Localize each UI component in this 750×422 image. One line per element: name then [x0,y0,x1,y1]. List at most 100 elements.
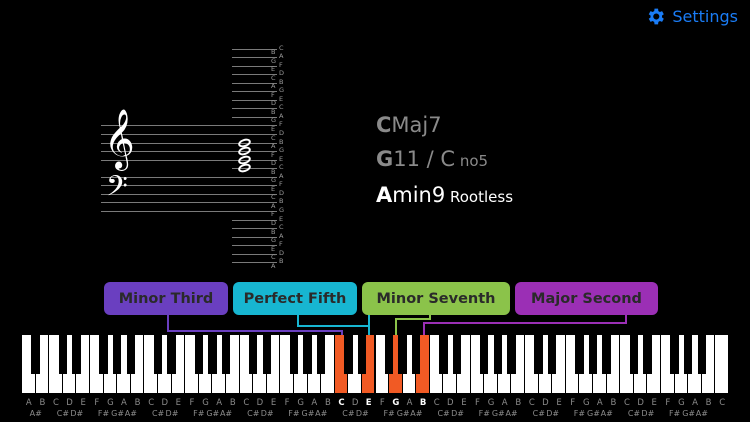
white-key-label: C [243,398,250,408]
black-key-g-sharp[interactable] [112,335,122,374]
black-key-f-sharp[interactable] [670,335,679,374]
black-key-c-sharp[interactable] [439,335,448,374]
white-key-label: E [175,398,182,408]
black-key-label: D# [546,409,560,418]
black-key-c-sharp[interactable] [153,335,163,374]
black-key-c-sharp[interactable] [58,335,67,374]
black-key-a-sharp[interactable] [507,335,516,374]
black-key-f-sharp[interactable] [384,335,394,374]
black-key-label: A# [410,409,423,418]
black-key-label: F# [193,409,205,418]
ledger-line [232,245,277,247]
black-key-c-sharp[interactable] [534,335,543,374]
connector-minor-third [167,315,343,332]
black-key-d-sharp[interactable] [452,335,462,374]
black-key-a-sharp[interactable] [697,335,706,374]
black-key-c-sharp[interactable] [344,335,353,374]
black-key-g-sharp[interactable] [683,335,693,374]
black-key-label: D# [451,409,464,418]
staff-line [101,176,277,178]
line-note-letter: C [279,223,284,232]
black-key-a-sharp[interactable] [412,335,421,374]
black-key-f-sharp[interactable] [575,335,584,374]
black-key-a-sharp[interactable] [221,335,231,374]
white-key-c[interactable] [715,335,729,393]
black-key-a-sharp[interactable] [316,335,326,374]
interval-perfect-fifth[interactable]: Perfect Fifth [233,282,357,315]
white-key-label: F [284,398,290,408]
black-key-g-sharp[interactable] [493,335,503,374]
black-key-c-sharp[interactable] [248,335,258,374]
line-note-letter: A [279,111,284,120]
white-key-label: G [107,398,114,408]
line-note-letter: F [279,180,283,189]
white-key-label: G [297,398,305,408]
black-key-f-sharp[interactable] [99,335,108,374]
black-key-d-sharp[interactable] [72,335,81,374]
black-key-label: G# [587,409,600,418]
space-note-letter: F [271,150,275,159]
black-key-label: C# [247,409,260,418]
black-key-label: F# [288,409,300,418]
white-key-label: A [311,398,318,408]
line-note-letter: G [279,86,285,95]
line-note-letter: G [279,146,285,155]
black-key-d-sharp[interactable] [548,335,557,374]
white-key-label: B [324,398,331,408]
interval-minor-third[interactable]: Minor Third [104,282,228,315]
staff-line [101,210,277,212]
black-key-a-sharp[interactable] [602,335,611,374]
line-note-letter: E [279,154,284,163]
interval-minor-seventh[interactable]: Minor Seventh [362,282,510,315]
piano-keyboard[interactable] [22,335,729,393]
space-note-letter: F [271,210,275,219]
black-key-c-sharp[interactable] [629,335,639,374]
white-key-label: A [121,398,127,408]
white-key-label: F [475,398,480,408]
black-key-d-sharp[interactable] [262,335,271,374]
connector-major-second [423,315,627,324]
black-key-a-sharp[interactable] [31,335,40,374]
black-key-label: D# [165,409,179,418]
chord-root: A [376,183,393,207]
black-key-f-sharp[interactable] [194,335,203,374]
black-key-d-sharp[interactable] [167,335,176,374]
settings-button[interactable]: Settings [645,6,738,27]
staff-line [101,193,277,195]
white-key-label: B [419,398,427,408]
line-note-letter: E [279,214,284,223]
staff-line [101,134,277,135]
black-key-d-sharp[interactable] [357,335,367,374]
line-note-letter: B [279,197,284,206]
black-key-d-sharp[interactable] [643,335,652,374]
line-note-letter: F [279,240,283,249]
black-key-g-sharp[interactable] [303,335,312,374]
ledger-line [232,108,277,110]
ledger-line [232,262,277,264]
black-key-label: G# [111,409,125,418]
white-key-label: C [624,398,630,408]
line-note-letter: F [279,60,283,69]
white-key-label: F [570,398,576,408]
white-key-label: D [161,398,169,408]
white-key-label: F [94,398,100,408]
interval-major-second[interactable]: Major Second [515,282,658,315]
black-key-g-sharp[interactable] [398,335,407,374]
black-key-label: A# [505,409,518,418]
white-key-label: G [392,398,400,408]
ledger-line [232,65,277,67]
black-key-f-sharp[interactable] [480,335,489,374]
black-key-label: G# [396,409,410,418]
line-note-letter: E [279,94,284,103]
space-note-letter: B [271,48,276,56]
black-key-label: G# [206,409,220,418]
black-key-f-sharp[interactable] [289,335,299,374]
space-note-letter: E [271,65,276,74]
black-key-g-sharp[interactable] [588,335,598,374]
white-key-label: F [189,398,195,408]
black-key-a-sharp[interactable] [126,335,135,374]
white-key-label: D [542,398,549,408]
black-key-g-sharp[interactable] [208,335,217,374]
connector-perfect-fifth-drop [368,325,370,336]
